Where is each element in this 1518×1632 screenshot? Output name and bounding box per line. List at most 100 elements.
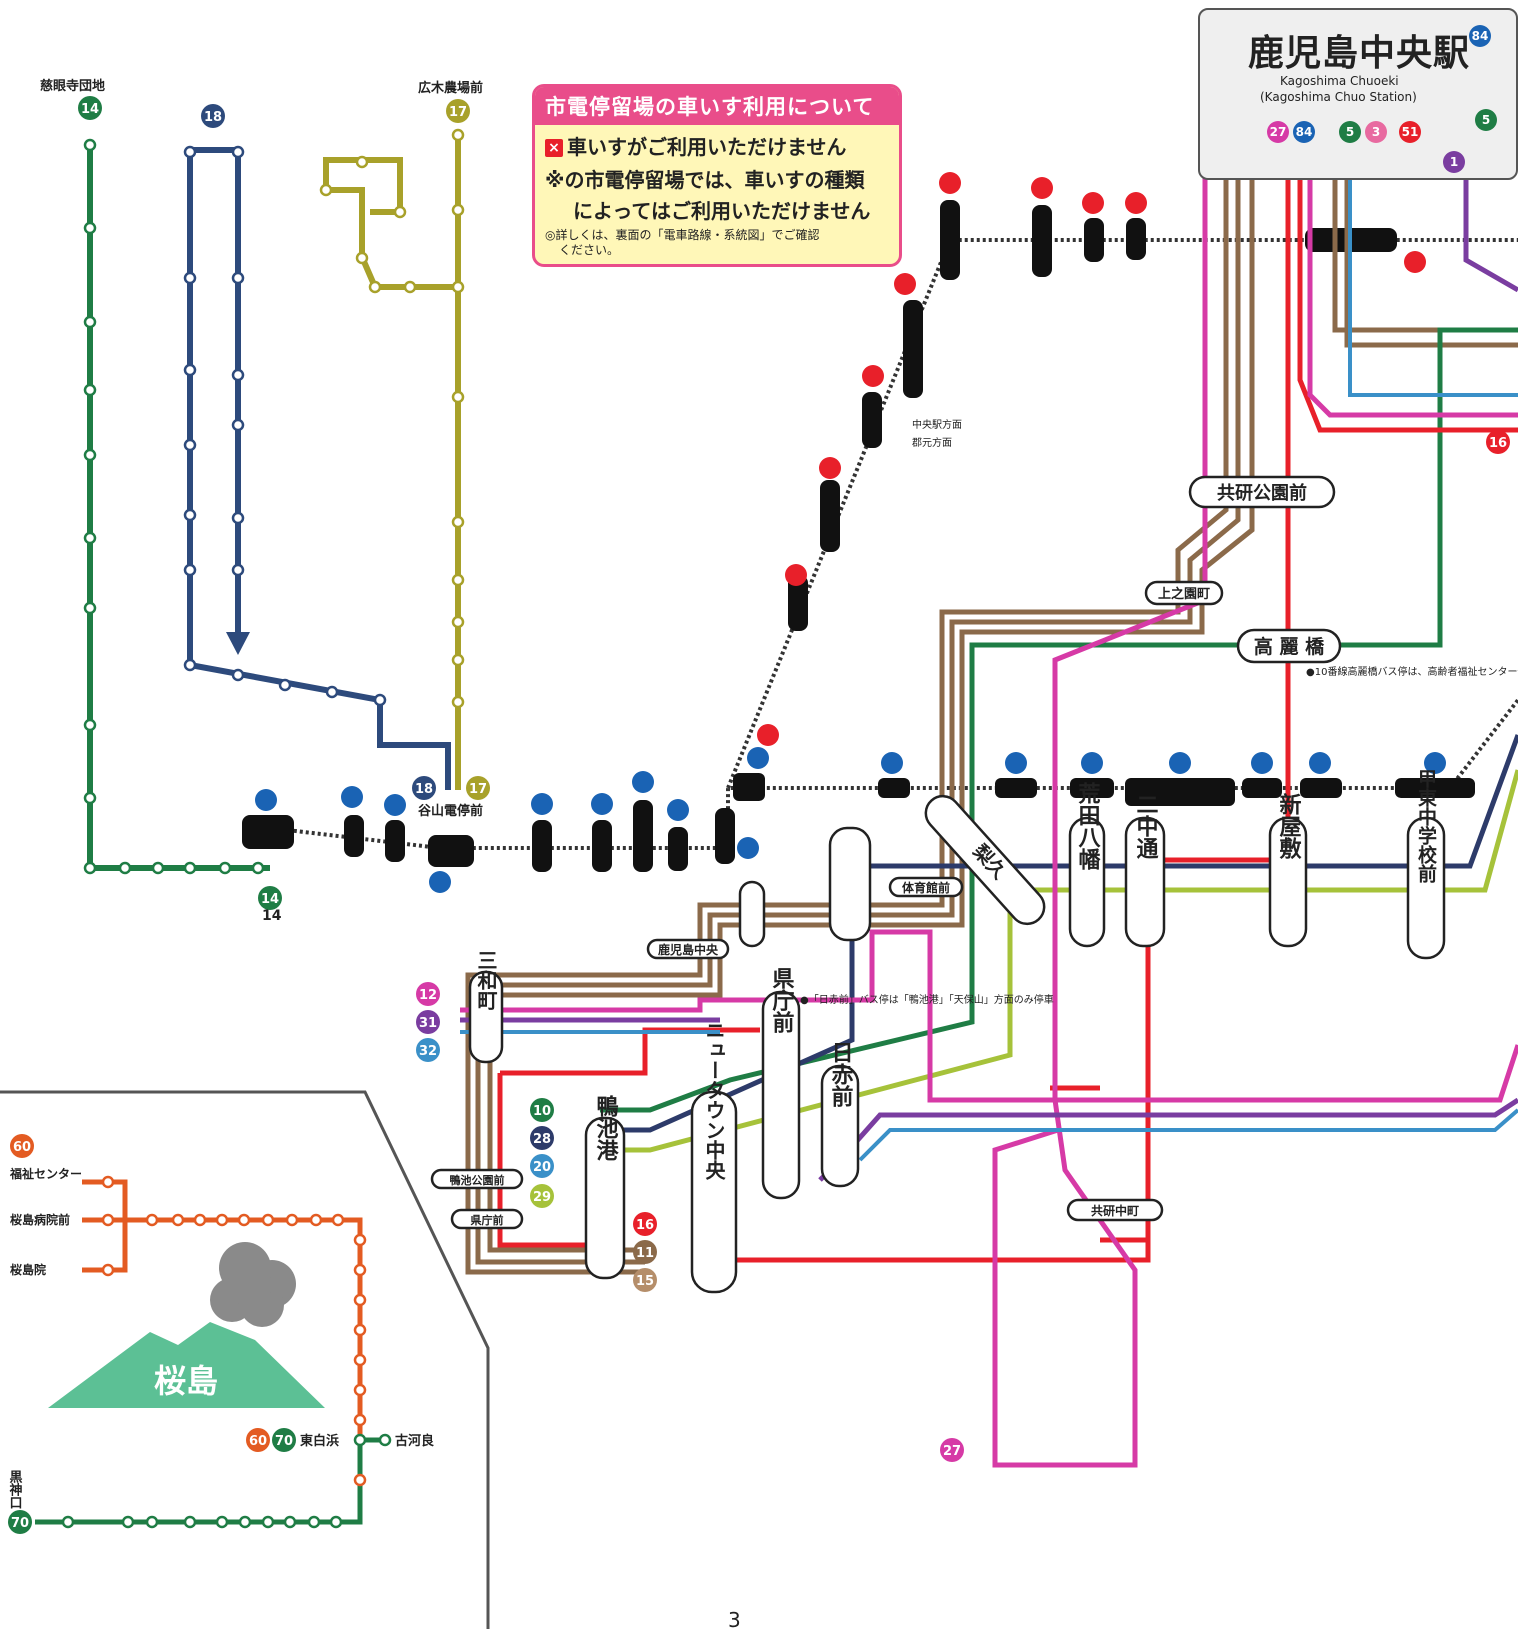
svg-text:27: 27 [943,1444,961,1459]
svg-text:28: 28 [533,1132,551,1147]
route-18-arrow [226,632,250,655]
sakurajima-higashishira: 東白浜 [300,1433,339,1449]
sakurajima-fukushi: 福祉センター [9,1166,82,1181]
tram-line [269,238,1518,850]
route-badge-27: 27 [940,1438,964,1462]
sakurajima-mountain-icon [48,1322,325,1408]
route-14-stops [83,138,265,875]
svg-text:14: 14 [262,908,282,924]
sakurajima-route-70 [35,1437,385,1525]
svg-text:5: 5 [1482,113,1490,127]
svg-text:60: 60 [13,1140,31,1155]
route-badge-18-top: 18 [201,104,225,128]
smoke-cloud-icon [210,1242,296,1327]
route-badge-11: 11 [633,1240,657,1264]
route-18-line [187,147,451,790]
sakurajima-boundary [0,1090,490,1629]
svg-text:70: 70 [275,1434,293,1449]
svg-text:29: 29 [533,1190,551,1205]
route-badge-60-east: 60 [246,1428,270,1452]
tram-markers-red [757,172,1426,746]
svg-text:5: 5 [1346,125,1354,139]
station-newtown: ニュータウン中央 [702,1020,726,1181]
central-station-romaji: Kagoshima Chuoeki [1280,74,1399,88]
notice-line3: によってはご利用いただけません [573,199,871,223]
svg-text:14: 14 [81,102,99,117]
central-station-romaji-en: (Kagoshima Chuo Station) [1260,90,1417,104]
station-kanmiyamachi: 共研中町 [1091,1203,1139,1218]
svg-text:84: 84 [1472,29,1489,43]
route-badge-20: 20 [530,1154,554,1178]
route-badge-70-east: 70 [272,1428,296,1452]
svg-text:70: 70 [11,1516,29,1531]
route-badge-12: 12 [416,982,440,1006]
terminal-tanigawa-vertical: 14 [262,908,282,924]
svg-text:11: 11 [636,1246,654,1261]
station-kaminosono-tilted [924,794,1046,926]
terminal-hiroki: 広木農場前 [418,80,483,96]
route-badge-70-west: 70 [8,1510,32,1534]
svg-text:18: 18 [204,110,222,125]
route-badge-16-right: 16 [1486,430,1510,454]
note-bus10: ●10番線高麗橋バス停は、高齢者福祉センター伊敷行きのみ停車します。 [1306,665,1518,678]
tram-markers-blue [255,747,1446,893]
route-badge-14-top: 14 [78,96,102,120]
bus-line-green [600,327,1518,1113]
notice-line2: ※の市電停留場では、車いすの種類 [545,168,865,192]
notice-line1: 車いすがご利用いただけません [567,135,847,159]
note-hinode: ●「日赤前」バス停は「鴨池港」「天保山」方面のみ停車 [800,993,1054,1006]
svg-text:27: 27 [1270,125,1287,139]
sakurajima-label: 桜島 [154,1362,218,1400]
central-station-box: 鹿児島中央駅 Kagoshima Chuoeki (Kagoshima Chuo… [1198,8,1518,180]
svg-text:17: 17 [449,105,467,120]
wheelchair-notice: 市電停留場の車いす利用について ×車いすがご利用いただけません ※の市電停留場で… [532,84,902,267]
station-kaminoso: 上之園町 [1158,586,1210,602]
terminal-tanigawa: 谷山電停前 [418,803,483,819]
route-badge-10: 10 [530,1098,554,1122]
svg-text:31: 31 [419,1016,437,1031]
svg-text:12: 12 [419,988,437,1003]
station-kyoken: 共研公園前 [1217,482,1307,504]
svg-text:51: 51 [1402,125,1419,139]
route-badge-28: 28 [530,1126,554,1150]
svg-text:3: 3 [1372,125,1380,139]
station-koraibashi: 高 麗 橋 [1254,635,1325,658]
route-18-stops [183,145,387,707]
notice-line4b: ください。 [559,243,620,257]
bus-line-navy [600,734,1518,1133]
svg-text:32: 32 [419,1044,437,1059]
station-capsules [430,475,1446,1294]
station-sogo-park: 鴨池公園前 [450,1173,505,1187]
station-nichu: 二中通 [1133,793,1159,859]
station-kenchoumae-small: 県庁前 [471,1213,504,1227]
svg-text:20: 20 [533,1160,551,1175]
central-station-name: 鹿児島中央駅 [1248,33,1471,74]
route-badge-60-top: 60 [10,1134,34,1158]
svg-text:60: 60 [249,1434,267,1449]
station-arata: 荒田八幡 [1075,782,1101,871]
route-badge-31: 31 [416,1010,440,1034]
sakurajima-stops [101,1175,367,1487]
terminal-jigenji: 慈眼寺団地 [40,78,105,94]
sakurajima-furusato: 古河良 [395,1433,434,1449]
station-kenchou: 県庁前 [769,967,795,1034]
svg-text:1: 1 [1450,155,1458,169]
central-station-badges: 27 84 5 3 51 84 5 1 [1267,25,1497,173]
bus-line-lime [600,769,1518,1153]
station-kagoshima-chuo-small: 鹿児島中央 [658,942,719,957]
svg-text:18: 18 [415,782,433,797]
route-badge-17-bottom: 17 [466,776,490,800]
sakurajima-kurokamiguchi: 黒神口 [7,1469,23,1509]
sakurajima-in: 桜島院 [10,1262,46,1277]
sakurajima-stops-green [61,1433,392,1529]
station-kotoh: 甲東中学校前 [1415,769,1437,883]
note-koraimoto: 郡元方面 [912,436,952,449]
station-shinyashiki: 新屋敷 [1276,792,1302,860]
note-chuo: 中央駅方面 [912,418,962,431]
sakurajima-byouin: 桜島病院前 [10,1212,70,1227]
route-badge-16b: 16 [633,1212,657,1236]
svg-text:84: 84 [1296,125,1313,139]
bus-line-sky [460,178,1518,1162]
page-number: 3 [728,1608,741,1632]
